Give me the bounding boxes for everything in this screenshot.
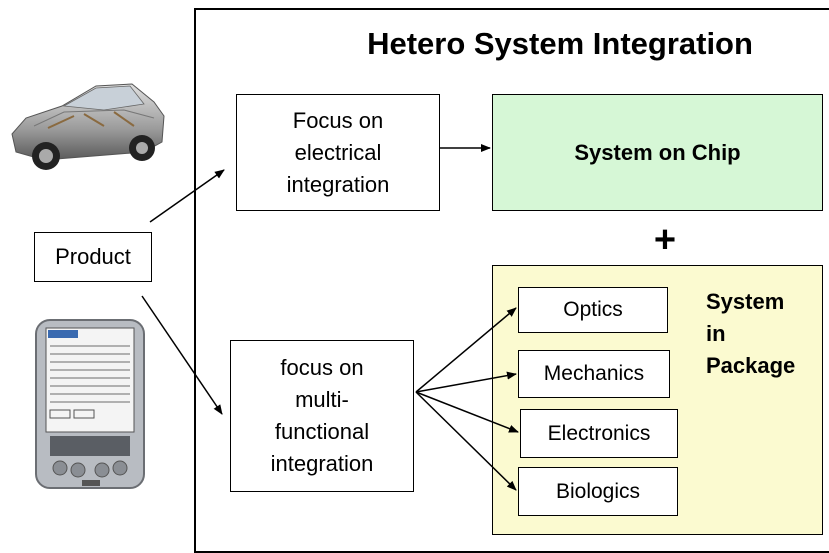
electrical-line: Focus on [292, 107, 384, 133]
sip-item-label: Mechanics [543, 362, 645, 385]
multi-line: functional [274, 419, 370, 444]
soc-label: System on Chip [574, 139, 741, 165]
arrow-product-to-electrical [149, 169, 225, 223]
sip-item-label: Electronics [547, 421, 651, 445]
sip-item-label: Optics [563, 298, 623, 321]
multi-line: multi- [295, 387, 349, 412]
diagram-title: Hetero System Integration [367, 26, 753, 61]
arrow-multi-to-optics [415, 307, 517, 393]
arrow-multi-to-biologics [415, 391, 517, 491]
sip-item-mechanics: Mechanics [518, 350, 670, 398]
sip-label-line: in [706, 321, 726, 346]
sip-item-biologics: Biologics [518, 467, 678, 516]
connector-arrows [141, 144, 519, 491]
sip-item-optics: Optics [518, 287, 668, 333]
multi-line: focus on [280, 355, 364, 380]
multifunctional-integration-box: focus on multi- functional integration [230, 340, 414, 492]
sip-label-line: Package [706, 353, 796, 378]
plus-sign: + [653, 219, 677, 261]
product-label: Product [55, 244, 131, 269]
electrical-line: integration [286, 171, 390, 197]
system-on-chip-box: System on Chip [492, 94, 823, 211]
pda-device-photo [34, 318, 146, 490]
electrical-integration-box: Focus on electrical integration [236, 94, 440, 211]
sip-label-line: System [706, 289, 785, 314]
arrow-product-to-multifunctional [141, 295, 223, 415]
multi-line: integration [270, 451, 374, 476]
sip-label: System in Package [706, 286, 826, 382]
car-photo [4, 56, 170, 176]
sip-item-label: Biologics [555, 479, 641, 503]
electrical-line: electrical [294, 139, 382, 165]
arrow-multi-to-mechanics [415, 371, 517, 393]
arrow-multi-to-electronics [415, 391, 519, 433]
product-box: Product [34, 232, 152, 282]
sip-item-electronics: Electronics [520, 409, 678, 458]
